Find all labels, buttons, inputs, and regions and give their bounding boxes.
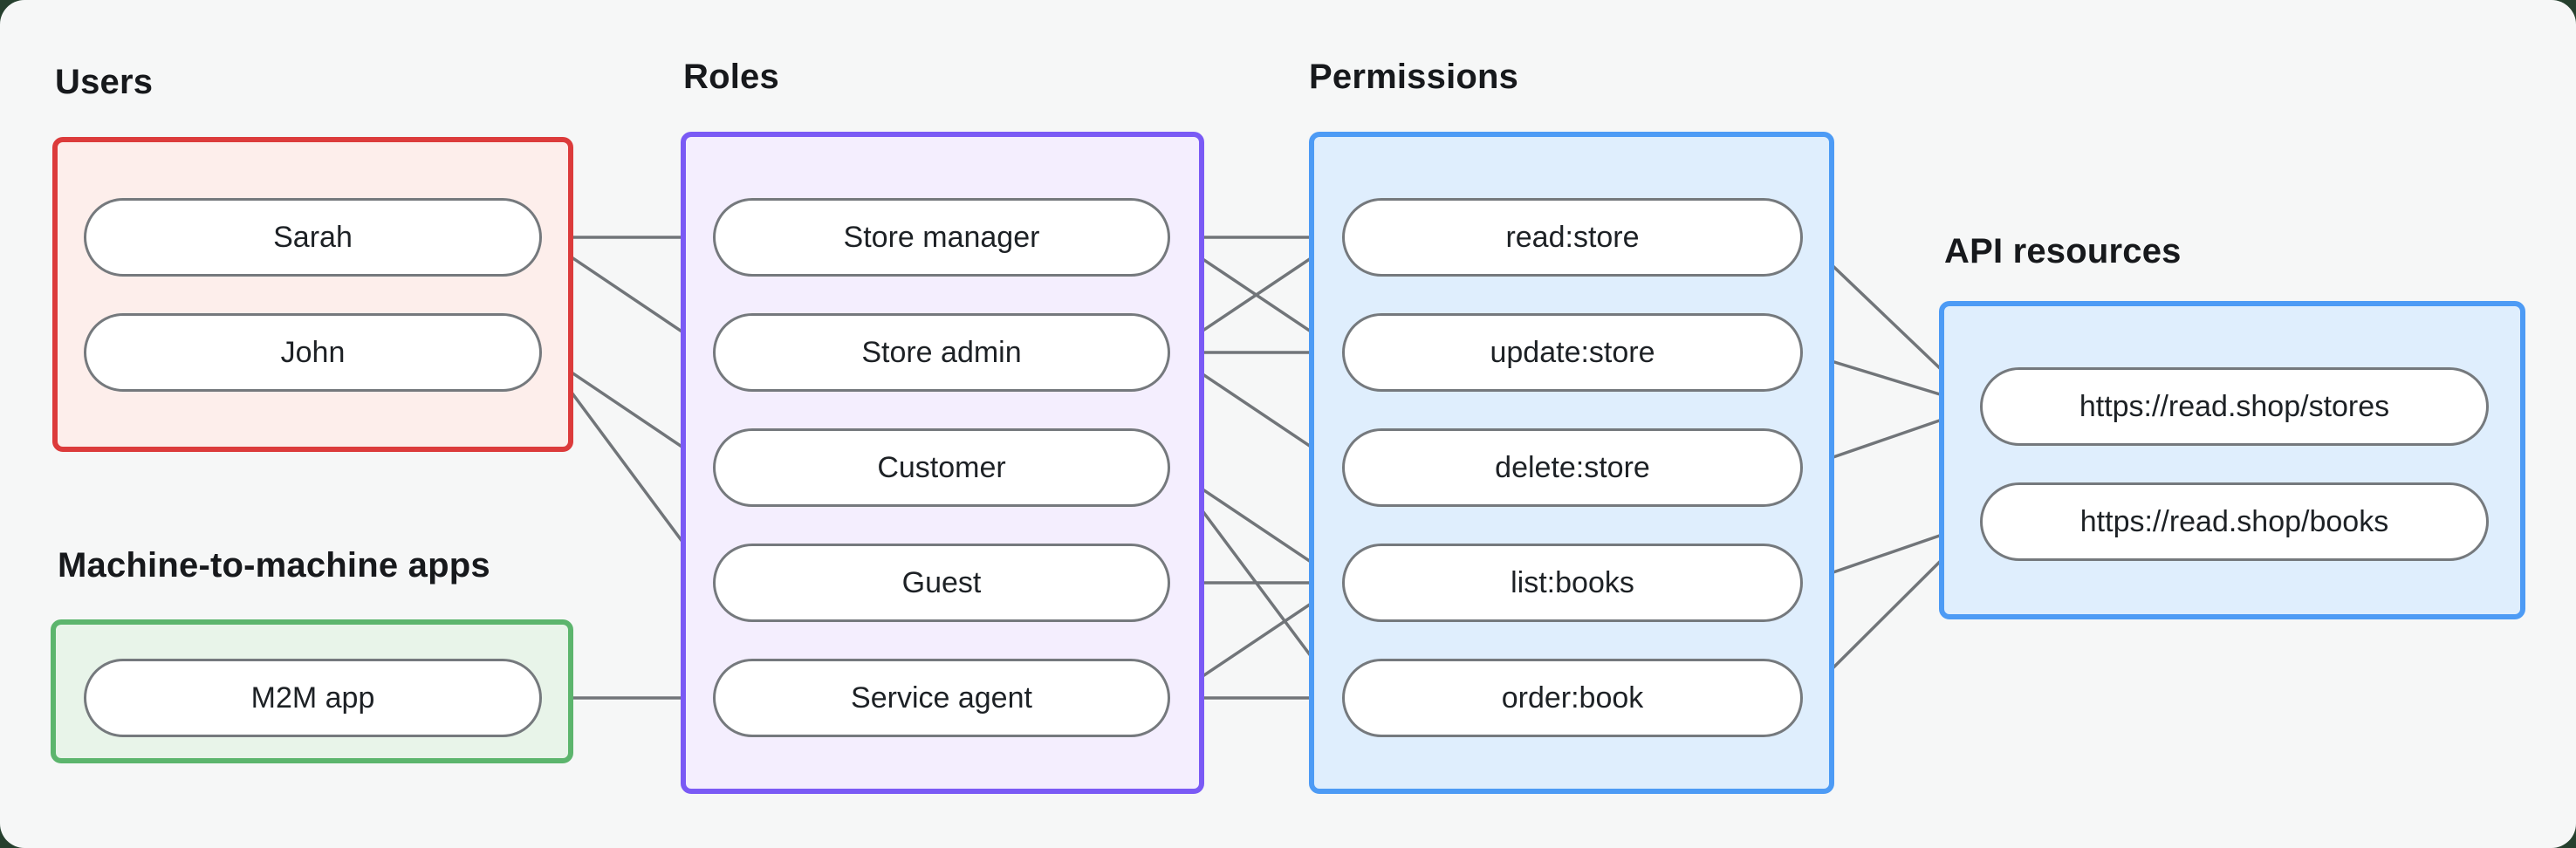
node-m2m-app: M2M app: [84, 659, 542, 737]
users-group-label: Users: [55, 63, 154, 101]
node-guest: Guest: [713, 544, 1170, 622]
roles-group-label: Roles: [683, 58, 779, 96]
node-delete-store: delete:store: [1342, 428, 1803, 507]
node-store-manager: Store manager: [713, 198, 1170, 277]
node-customer: Customer: [713, 428, 1170, 507]
node-list-books: list:books: [1342, 544, 1803, 622]
node-john: John: [84, 313, 542, 392]
node-read-store: read:store: [1342, 198, 1803, 277]
node-update-store: update:store: [1342, 313, 1803, 392]
api-group-label: API resources: [1944, 232, 2182, 270]
api-group-box: [1939, 301, 2525, 619]
node-store-admin: Store admin: [713, 313, 1170, 392]
node-https-read-shop-books: https://read.shop/books: [1980, 482, 2489, 561]
users-group-box: [52, 137, 573, 452]
node-service-agent: Service agent: [713, 659, 1170, 737]
permissions-group-label: Permissions: [1309, 58, 1519, 96]
node-https-read-shop-stores: https://read.shop/stores: [1980, 367, 2489, 446]
node-order-book: order:book: [1342, 659, 1803, 737]
node-sarah: Sarah: [84, 198, 542, 277]
m2m-group-label: Machine-to-machine apps: [58, 546, 490, 585]
